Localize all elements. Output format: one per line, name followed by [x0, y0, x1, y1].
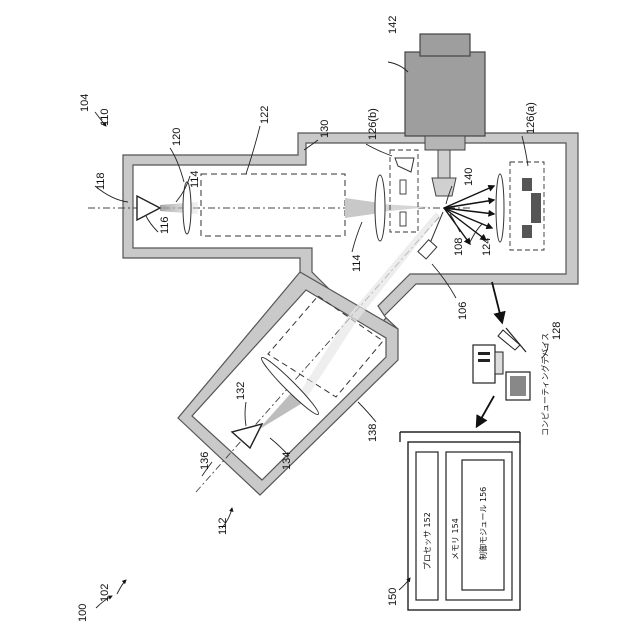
label-126b: 126(b): [367, 108, 379, 140]
label-134: 134: [281, 452, 293, 470]
arrow-to-computer-block-icon: [477, 396, 494, 426]
label-116: 116: [159, 216, 171, 234]
label-120: 120: [171, 128, 183, 146]
label-control-module: 制御モジュール 156: [478, 487, 488, 560]
label-142: 142: [387, 16, 399, 34]
label-132: 132: [235, 382, 247, 400]
computer-icon: [473, 328, 530, 400]
label-112: 112: [217, 517, 229, 535]
label-138: 138: [367, 424, 379, 442]
label-130: 130: [319, 120, 331, 138]
label-150: 150: [387, 588, 399, 606]
label-122: 122: [259, 106, 271, 124]
computer-block: [400, 432, 520, 610]
label-104: 104: [79, 94, 91, 112]
label-computing-device: コンピューティングデバイス: [540, 333, 550, 436]
label-136: 136: [199, 452, 211, 470]
label-memory: メモリ 154: [451, 518, 460, 560]
label-114b: 114: [351, 254, 363, 272]
objective-lens: [375, 175, 385, 241]
label-126a: 126(a): [525, 102, 537, 134]
label-106: 106: [457, 302, 469, 320]
label-110: 110: [99, 108, 111, 126]
arrow-icon: [492, 282, 502, 322]
label-processor: プロセッサ 152: [423, 512, 432, 570]
label-108: 108: [453, 238, 465, 256]
label-114a: 114: [189, 170, 201, 188]
label-140: 140: [463, 168, 475, 186]
label-100: 100: [77, 604, 89, 622]
label-124: 124: [481, 238, 493, 256]
lower-lens: [496, 174, 504, 242]
label-118: 118: [95, 172, 107, 190]
label-102: 102: [99, 584, 111, 602]
label-128: 128: [551, 322, 563, 340]
